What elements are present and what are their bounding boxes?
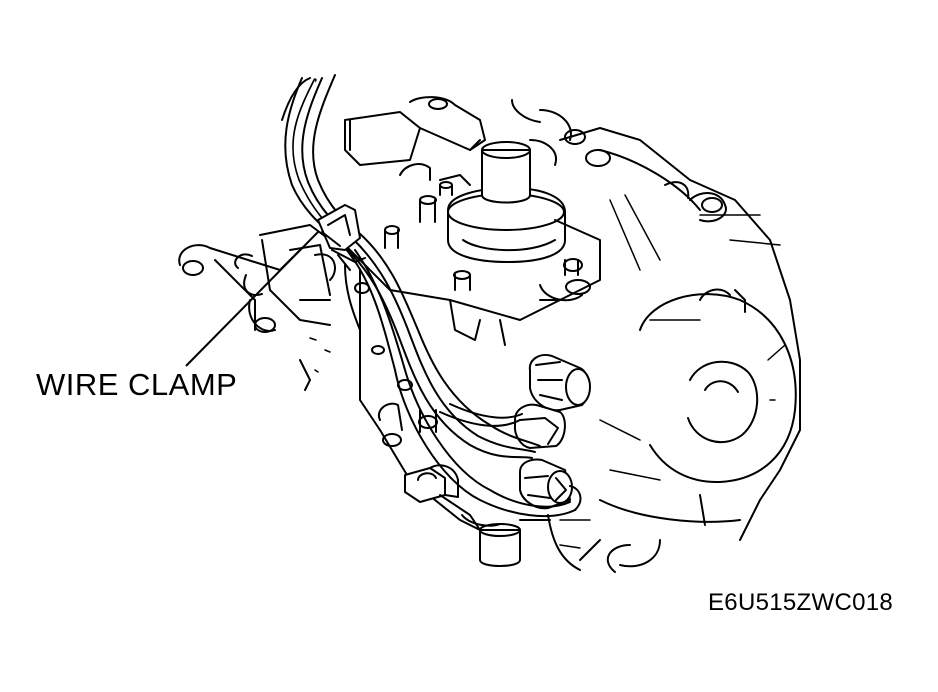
connector-lower [519,458,573,510]
engine-housing [547,127,801,573]
pump-body [178,96,601,567]
wire-clamp [317,204,366,271]
wire-clamp-label: WIRE CLAMP [36,367,238,402]
figure-code: E6U515ZWC018 [708,589,894,616]
callout-leader-line [185,231,319,367]
connector-upper [513,354,591,449]
